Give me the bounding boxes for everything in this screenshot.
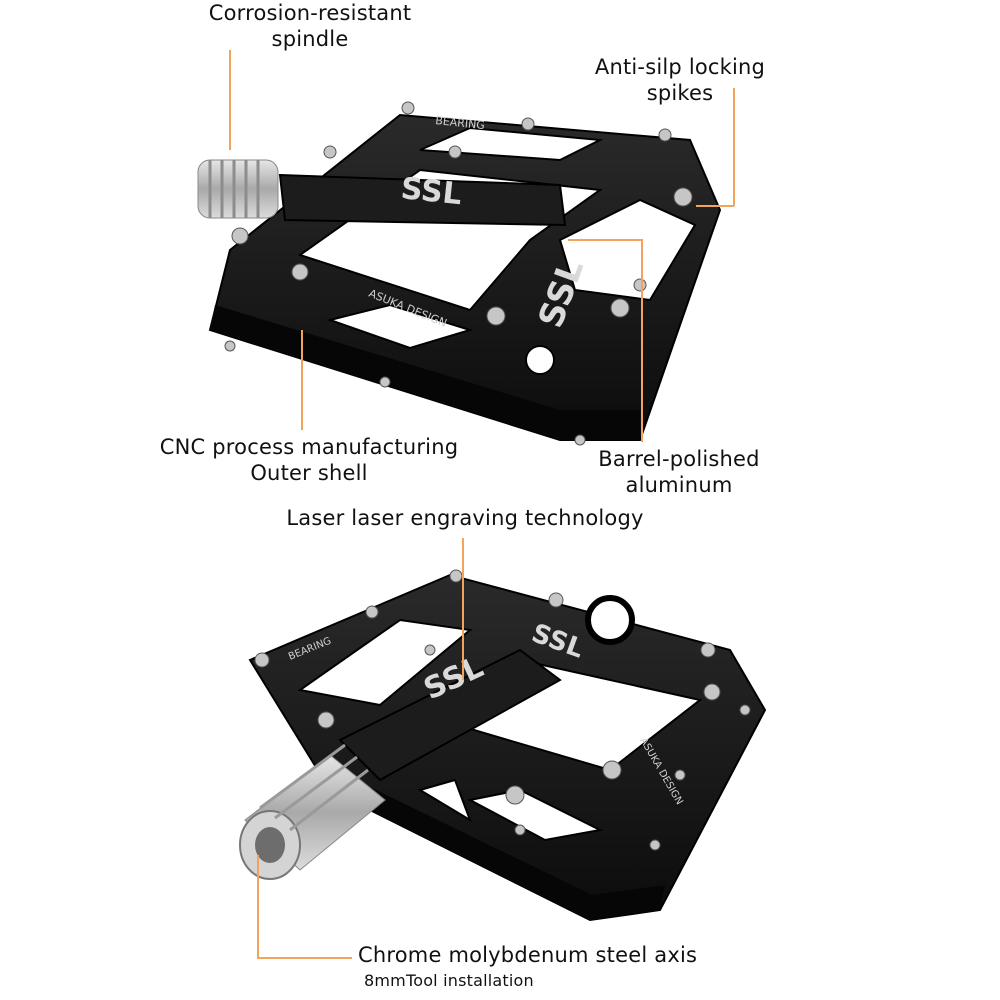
laser-callout: Laser laser engraving technology	[280, 505, 650, 531]
spindle-callout: Corrosion-resistant spindle	[200, 0, 420, 52]
spikes-callout-line1: Anti-silp locking	[594, 55, 766, 79]
spindle-callout-line2: spindle	[271, 27, 349, 51]
laser-callout-line1: Laser laser engraving technology	[286, 506, 644, 530]
top-spindle	[197, 159, 279, 219]
aluminum-callout: Barrel-polished aluminum	[590, 446, 768, 498]
top-pins	[224, 101, 693, 446]
aluminum-callout-line1: Barrel-polished	[598, 447, 760, 471]
spikes-leader-vertical	[733, 88, 735, 206]
cnc-callout-line1: CNC process manufacturing	[159, 435, 459, 459]
top-spindle-housing	[278, 173, 567, 227]
axis-leader-vertical	[257, 855, 259, 958]
cnc-callout: CNC process manufacturing Outer shell	[150, 434, 468, 486]
spikes-leader-horizontal	[696, 205, 734, 207]
bottom-pins	[254, 569, 751, 851]
aluminum-leader-vertical	[641, 239, 643, 442]
bottom-spindle	[239, 743, 386, 880]
axis-leader-horizontal	[257, 957, 352, 959]
spikes-callout: Anti-silp locking spikes	[585, 54, 775, 106]
cnc-leader	[301, 330, 303, 430]
axis-callout-line2: 8mmTool installation	[364, 971, 534, 990]
top-logo-marking: SSL	[399, 171, 463, 212]
axis-callout-line1: Chrome molybdenum steel axis	[358, 943, 698, 967]
spindle-callout-line1: Corrosion-resistant	[208, 1, 412, 25]
bottom-spindle-housing	[338, 648, 562, 782]
spikes-callout-line2: spikes	[646, 81, 714, 105]
top-bearing-marking: BEARING	[435, 114, 486, 132]
axis-callout: Chrome molybdenum steel axis 8mmTool ins…	[358, 942, 698, 994]
cnc-callout-line2: Outer shell	[250, 461, 368, 485]
aluminum-leader-horizontal	[568, 239, 642, 241]
laser-leader	[462, 538, 464, 680]
aluminum-callout-line2: aluminum	[625, 473, 733, 497]
top-pedal-illustration: SSL SSL BEARING ASUKA DESIGN	[197, 101, 722, 446]
spindle-leader	[229, 50, 231, 150]
